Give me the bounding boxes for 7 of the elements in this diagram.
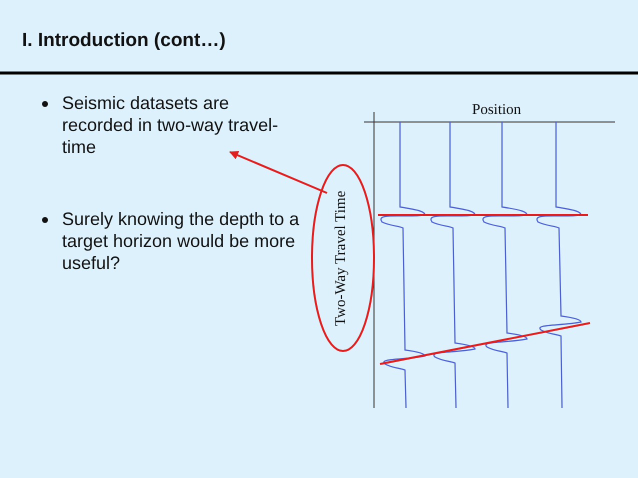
bullet-text: Seismic datasets are recorded in two-way travel-time (62, 92, 292, 158)
axis-title: Two-Way Travel Time (333, 189, 350, 328)
slide-title: I. Introduction (cont…) (22, 30, 226, 52)
axis-label-ellipse (310, 163, 376, 353)
axis-title: Position (472, 102, 522, 119)
arrow (229, 151, 328, 194)
bullet-text: Surely knowing the depth to a target horizon would be more useful? (62, 208, 300, 274)
